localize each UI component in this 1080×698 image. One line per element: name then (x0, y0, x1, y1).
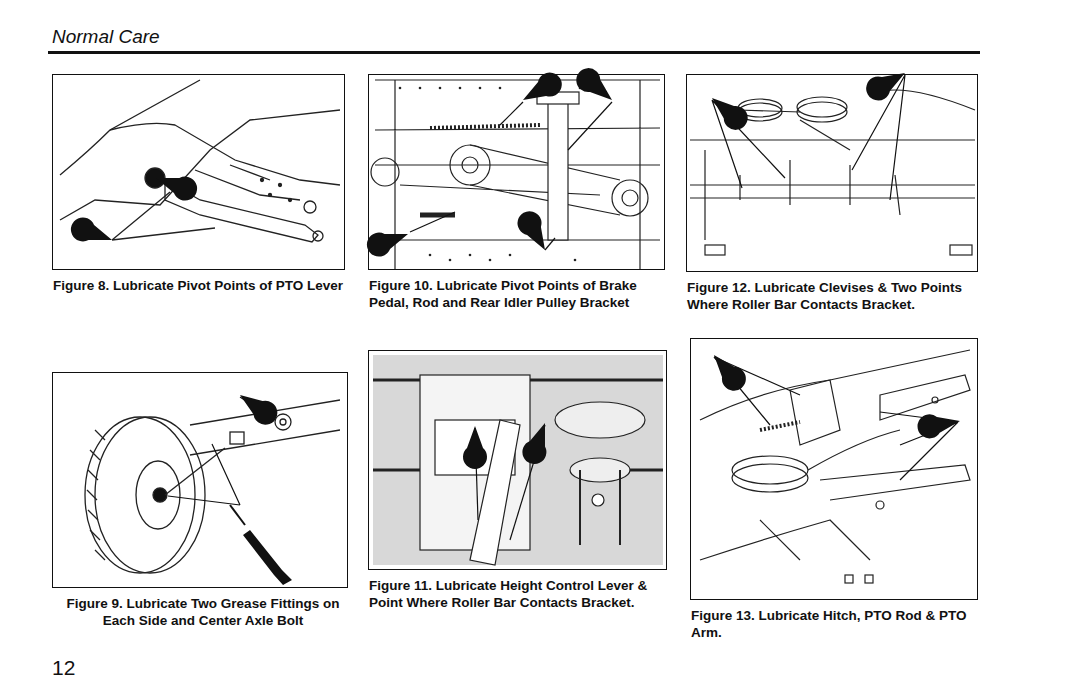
figure-caption: Figure 13. Lubricate Hitch, PTO Rod & PT… (691, 607, 983, 641)
figure-frame: Figure 8. Lubricate Pivot Points of PTO … (52, 74, 345, 270)
figure-frame: Figure 12. Lubricate Clevises & Two Poin… (686, 74, 978, 272)
header-rule (48, 51, 980, 54)
figure-frame: Figure 13. Lubricate Hitch, PTO Rod & PT… (690, 338, 978, 600)
figure-caption: Figure 9. Lubricate Two Grease Fittings … (53, 595, 353, 629)
page-number: 12 (52, 656, 75, 680)
pto-lever-illustration (60, 80, 340, 242)
figure-frame: Figure 11. Lubricate Height Control Leve… (368, 350, 667, 570)
figure-frame: Figure 9. Lubricate Two Grease Fittings … (52, 372, 348, 588)
page-header: Normal Care (52, 26, 160, 48)
figure-caption: Figure 8. Lubricate Pivot Points of PTO … (53, 277, 350, 294)
figure-caption: Figure 11. Lubricate Height Control Leve… (369, 577, 672, 611)
figure-caption: Figure 10. Lubricate Pivot Points of Bra… (369, 277, 670, 311)
height-control-illustration (373, 355, 663, 565)
brake-pedal-illustration (371, 80, 660, 270)
figure-frame: Figure 10. Lubricate Pivot Points of Bra… (368, 74, 665, 270)
wheel-illustration (85, 400, 340, 573)
figure-caption: Figure 12. Lubricate Clevises & Two Poin… (687, 279, 983, 313)
